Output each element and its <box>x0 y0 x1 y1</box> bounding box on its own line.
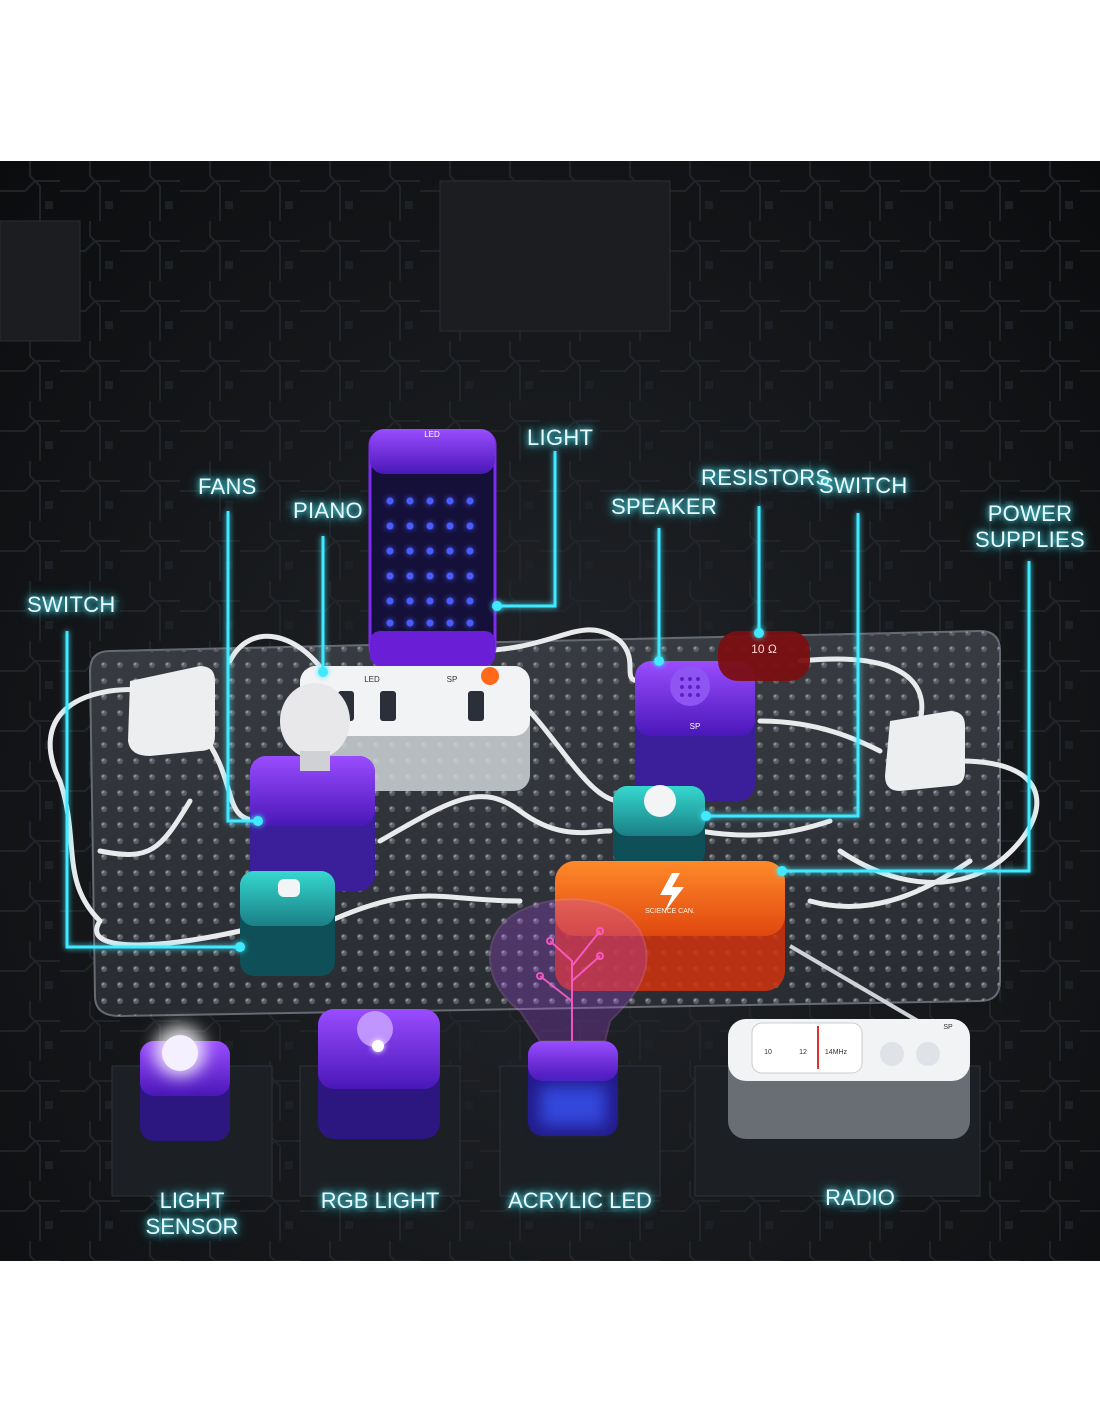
radio-module: 10 12 14MHz SP <box>728 1019 970 1139</box>
radio-sp-label: SP <box>943 1024 953 1031</box>
callout-power-supplies: POWER SUPPLIES <box>975 501 1085 553</box>
callout-switch-left: SWITCH <box>27 592 116 617</box>
speaker-sp-label: SP <box>690 722 701 731</box>
callout-light: LIGHT <box>527 425 594 450</box>
wires <box>47 627 1040 948</box>
radio-scale-1: 10 <box>764 1049 772 1056</box>
scene-svg: LED LED SP <box>0 161 1100 1261</box>
chip-top <box>439 180 671 332</box>
callout-resistors: RESISTORS <box>701 465 831 490</box>
switch-module-left <box>240 871 335 976</box>
callout-piano: PIANO <box>293 498 363 523</box>
connector-hubs <box>128 666 965 791</box>
circuit-kit-photo: LED LED SP <box>0 161 1100 1261</box>
radio-scale-2: 12 <box>799 1049 807 1056</box>
speaker-module: SP <box>635 661 755 801</box>
radio-antenna <box>788 944 937 1033</box>
battery-module: SCIENCE CAN. <box>555 861 785 991</box>
chip-left <box>0 220 81 342</box>
callout-power-line2: SUPPLIES <box>975 527 1086 552</box>
callout-lines <box>65 451 1031 949</box>
acrylic-led-module <box>489 898 648 1136</box>
rgb-light-module <box>318 1009 440 1139</box>
radio-scale-3: 14MHz <box>825 1049 848 1056</box>
piano-led-label: LED <box>364 675 380 684</box>
callout-dots <box>235 601 787 952</box>
resistor-value-label: 10 Ω <box>751 642 777 656</box>
callout-fans: FANS <box>198 474 257 499</box>
piano-sp-label: SP <box>447 675 458 684</box>
callout-speaker: SPEAKER <box>611 494 718 519</box>
resistor-module: 10 Ω <box>718 631 810 681</box>
light-top-label: LED <box>424 430 440 439</box>
callout-power-line1: POWER <box>987 501 1073 526</box>
switch-module-right <box>613 785 705 866</box>
label-light-sensor: LIGHT SENSOR <box>145 1188 239 1239</box>
label-acrylic-led: ACRYLIC LED <box>508 1188 652 1213</box>
speaker-grille <box>680 677 700 697</box>
label-radio: RADIO <box>825 1185 895 1210</box>
light-module: LED <box>368 429 497 666</box>
label-rgb-light: RGB LIGHT <box>320 1188 440 1213</box>
callout-switch-right: SWITCH <box>819 473 908 498</box>
light-sensor-module <box>140 1025 230 1141</box>
fans-module <box>250 683 375 891</box>
battery-brand-label: SCIENCE CAN. <box>645 908 695 915</box>
led-matrix <box>386 497 474 627</box>
